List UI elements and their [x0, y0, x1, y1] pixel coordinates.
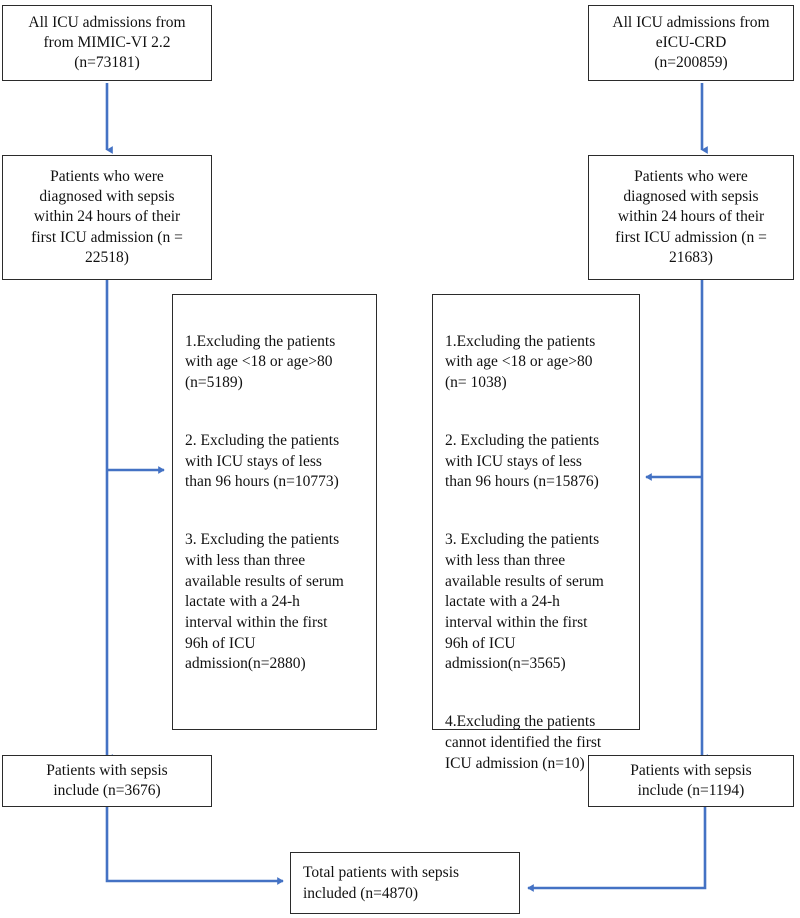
left-exclusion-item-1: 1.Excluding the patients with age <18 or…: [185, 332, 336, 391]
right-exclusion-item-1: 1.Excluding the patients with age <18 or…: [445, 332, 596, 391]
connector-left-included-to-total: [105, 806, 284, 885]
right-exclusion-list: 1.Excluding the patients with age <18 or…: [445, 311, 629, 795]
box-right-sepsis: Patients who were diagnosed with sepsis …: [588, 155, 794, 280]
left-exclusion-item-2: 2. Excluding the patients with ICU stays…: [185, 432, 340, 491]
box-right-source: All ICU admissions from eICU-CRD (n=2008…: [588, 5, 794, 81]
right-exclusion-item-2: 2. Excluding the patients with ICU stays…: [445, 432, 600, 491]
box-left-exclusions: 1.Excluding the patients with age <18 or…: [172, 294, 377, 730]
right-exclusion-item-4: 4.Excluding the patients cannot identifi…: [445, 713, 602, 772]
box-right-exclusions: 1.Excluding the patients with age <18 or…: [432, 294, 640, 772]
box-left-source: All ICU admissions from from MIMIC-VI 2.…: [2, 5, 212, 81]
box-right-included: Patients with sepsis include (n=1194): [588, 755, 794, 807]
left-exclusion-item-3: 3. Excluding the patients with less than…: [185, 531, 344, 673]
box-left-included: Patients with sepsis include (n=3676): [2, 755, 212, 807]
connector-right-included-to-total: [527, 806, 707, 892]
left-exclusion-list: 1.Excluding the patients with age <18 or…: [185, 311, 366, 695]
right-exclusion-item-3: 3. Excluding the patients with less than…: [445, 531, 604, 673]
box-total-included: Total patients with sepsis included (n=4…: [290, 852, 520, 914]
box-left-sepsis: Patients who were diagnosed with sepsis …: [2, 155, 212, 280]
